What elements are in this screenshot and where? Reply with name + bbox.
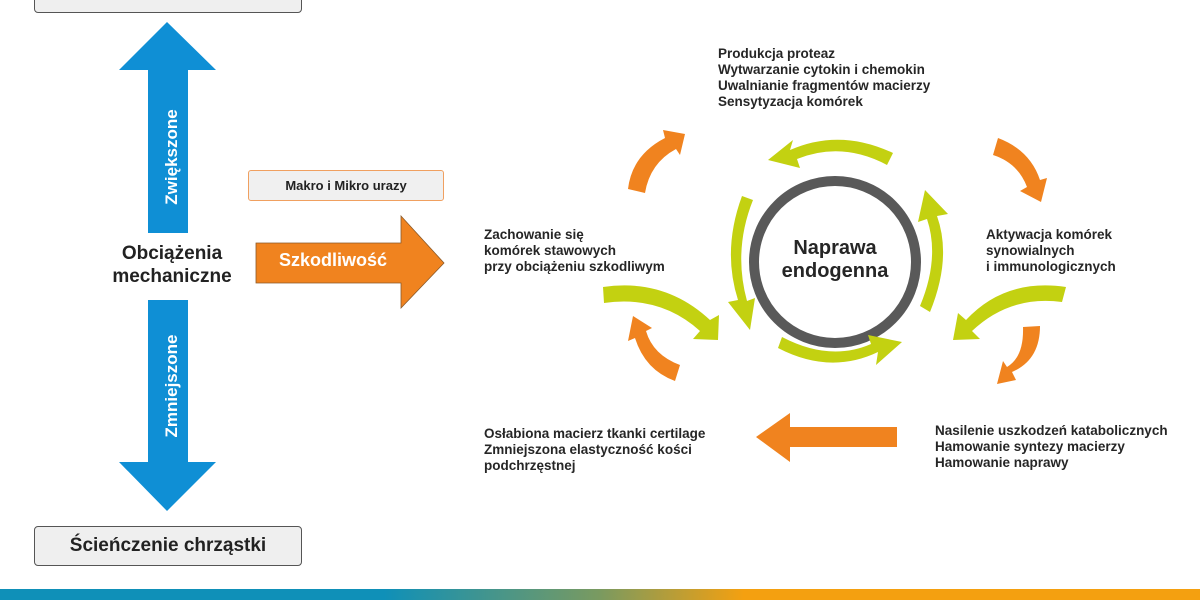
harm-label: Szkodliwość (278, 250, 388, 270)
left-text-line: przy obciążeniu szkodliwym (484, 259, 665, 274)
top-box (34, 0, 302, 13)
bottom-left-text-line: Zmniejszona elastyczność kości (484, 442, 692, 457)
increase-arrow (119, 22, 216, 233)
left-text-line: Zachowanie się (484, 227, 584, 242)
right-text-line: Aktywacja komórek (986, 227, 1113, 242)
harm-arrow (255, 214, 445, 309)
left-text-block: Zachowanie się komórek stawowych przy ob… (484, 227, 665, 275)
inner-arrow-left (728, 196, 755, 330)
bottom-left-text-line: podchrzęstnej (484, 458, 576, 473)
top-text-line: Sensytyzacja komórek (718, 94, 863, 109)
orange-arrow-bottom (756, 413, 897, 462)
outer-arrow-right (953, 285, 1066, 340)
bottom-left-text-block: Osłabiona macierz tkanki certilage Zmnie… (484, 426, 705, 474)
footer-gradient-bar (0, 589, 1200, 600)
top-text-block: Produkcja proteaz Wytwarzanie cytokin i … (718, 46, 930, 110)
mechanical-load-label: Obciążenia mechaniczne (92, 242, 252, 288)
decrease-label: Zmniejszone (162, 334, 181, 438)
bottom-right-text-line: Hamowanie syntezy macierzy (935, 439, 1125, 454)
orange-arrow-bottom-right (997, 326, 1040, 384)
orange-arrow-bottom-left (628, 316, 680, 381)
orange-cycle-arrows (628, 130, 1047, 462)
endogenous-repair-label: Naprawa endogenna (765, 237, 905, 283)
orange-arrow-top-left (628, 130, 685, 193)
bottom-right-text-line: Hamowanie naprawy (935, 455, 1069, 470)
inner-cycle-arrows (728, 139, 948, 365)
outer-arrow-left (603, 285, 719, 340)
inner-arrow-top (768, 139, 893, 168)
top-text-line: Uwalnianie fragmentów macierzy (718, 78, 931, 93)
endogenous-repair-line1: Naprawa (793, 237, 877, 259)
orange-arrow-top-right (993, 138, 1047, 202)
trauma-box: Makro i Mikro urazy (248, 170, 444, 201)
decrease-arrow (119, 300, 216, 511)
inner-arrow-right (918, 190, 948, 312)
left-text-line: komórek stawowych (484, 243, 617, 258)
increase-label: Zwiększone (162, 109, 181, 205)
top-text-line: Produkcja proteaz (718, 46, 836, 61)
right-text-block: Aktywacja komórek synowialnych i immunol… (986, 227, 1116, 275)
repair-ring (749, 176, 921, 348)
bottom-right-text-block: Nasilenie uszkodzeń katabolicznych Hamow… (935, 423, 1168, 471)
top-text-line: Wytwarzanie cytokin i chemokin (718, 62, 925, 77)
endogenous-repair-line2: endogenna (781, 260, 889, 282)
cartilage-thinning-box: Ścieńczenie chrząstki (34, 526, 302, 566)
right-text-line: synowialnych (986, 243, 1075, 258)
outer-cycle-arrows (603, 285, 1066, 340)
bottom-right-text-line: Nasilenie uszkodzeń katabolicznych (935, 423, 1168, 438)
inner-arrow-bottom (778, 335, 902, 365)
mechanical-load-line1: Obciążenia (121, 243, 223, 264)
bottom-left-text-line: Osłabiona macierz tkanki certilage (484, 426, 706, 441)
mechanical-load-line2: mechaniczne (112, 266, 232, 287)
right-text-line: i immunologicznych (986, 259, 1116, 274)
